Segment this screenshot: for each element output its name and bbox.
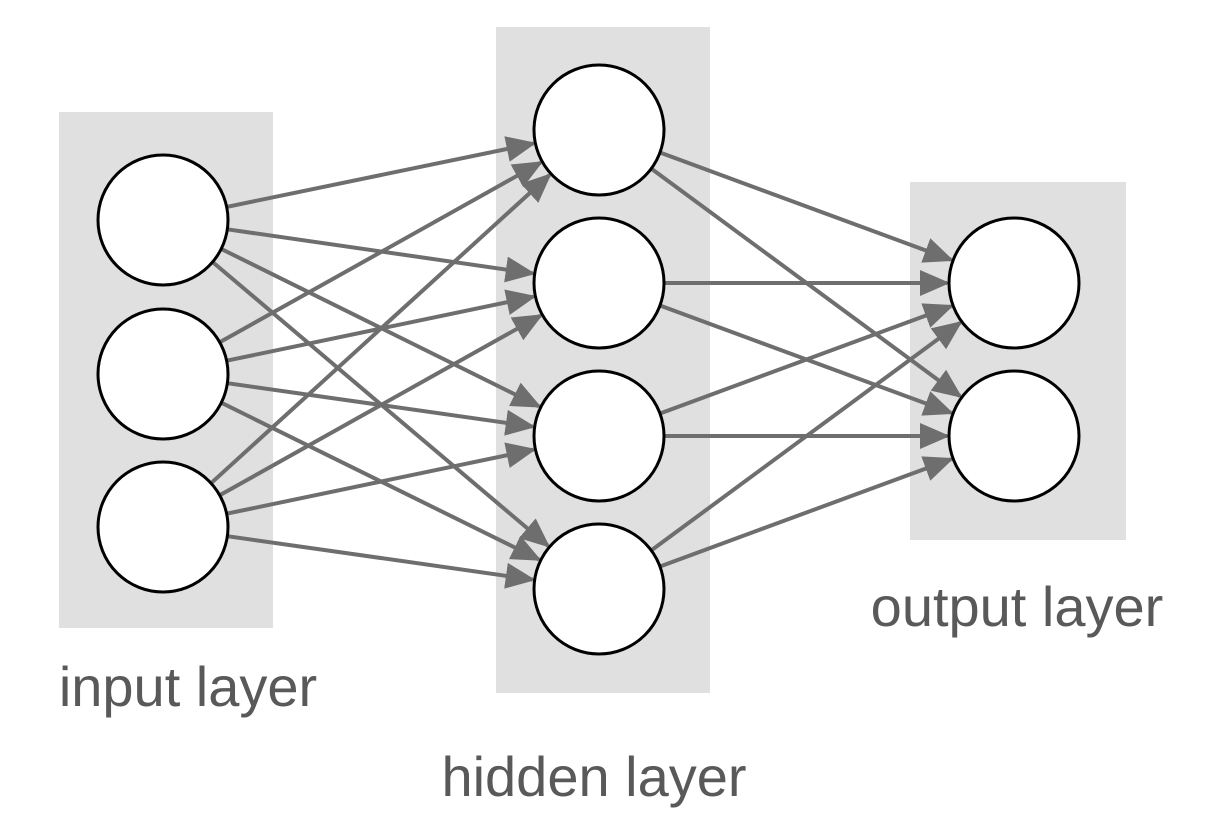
edge-input-2-to-hidden-1	[218, 160, 544, 345]
edge-hidden-4-to-output-1	[650, 321, 963, 553]
output-node-1	[947, 216, 1081, 350]
connections	[209, 136, 963, 589]
edge-input-3-to-hidden-3	[226, 442, 537, 516]
input-node-1	[96, 153, 230, 287]
hidden-layer-label: hidden layer	[441, 745, 746, 808]
neurons	[96, 63, 1081, 656]
input-node-2	[96, 307, 230, 441]
edge-hidden-4-to-output-2	[659, 456, 954, 569]
output-node-2	[947, 369, 1081, 503]
edge-input-3-to-hidden-2	[218, 313, 544, 498]
hidden-node-2	[532, 216, 666, 350]
edge-input-3-to-hidden-1	[209, 173, 552, 485]
edge-hidden-3-to-output-1	[659, 303, 954, 416]
input-layer-label: input layer	[59, 655, 317, 718]
hidden-node-4	[532, 522, 666, 656]
hidden-node-1	[532, 63, 666, 197]
output-layer-label: output layer	[871, 575, 1164, 638]
edge-input-1-to-hidden-1	[226, 136, 537, 209]
edge-hidden-1-to-output-1	[659, 150, 954, 263]
edge-input-3-to-hidden-4	[227, 534, 536, 589]
input-node-3	[96, 460, 230, 594]
hidden-node-3	[532, 369, 666, 503]
